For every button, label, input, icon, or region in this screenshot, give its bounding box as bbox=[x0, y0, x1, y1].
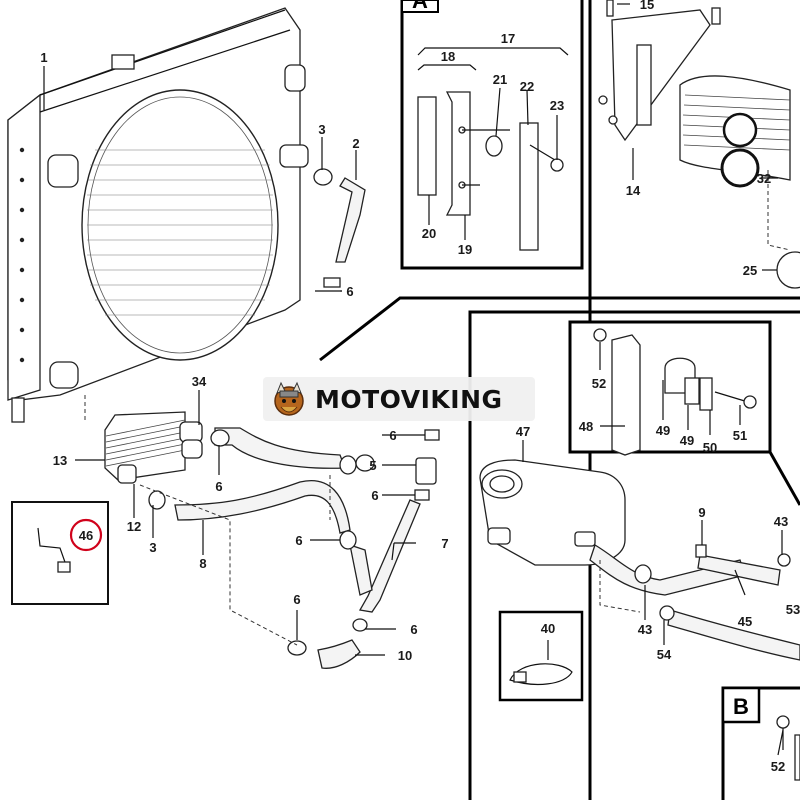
callout-15: 15 bbox=[640, 0, 654, 12]
callout-52: 52 bbox=[592, 376, 606, 391]
box-a-label: A bbox=[412, 0, 428, 13]
callout-5: 5 bbox=[369, 458, 376, 473]
callout-2: 2 bbox=[352, 136, 359, 151]
callout-6: 6 bbox=[215, 479, 222, 494]
callout-51: 51 bbox=[733, 428, 747, 443]
callout-6: 6 bbox=[371, 488, 378, 503]
callout-1: 1 bbox=[40, 50, 47, 65]
callout-43: 43 bbox=[774, 514, 788, 529]
callout-25: 25 bbox=[743, 263, 757, 278]
watermark-text: MOTOVIKING bbox=[315, 384, 503, 414]
callout-8: 8 bbox=[199, 556, 206, 571]
callout-7: 7 bbox=[441, 536, 448, 551]
highlight-circle-46 bbox=[69, 518, 103, 552]
callout-23: 23 bbox=[550, 98, 564, 113]
callout-52: 52 bbox=[771, 759, 785, 774]
callout-18: 18 bbox=[441, 49, 455, 64]
callout-12: 12 bbox=[127, 519, 141, 534]
callout-49: 49 bbox=[680, 433, 694, 448]
callout-6: 6 bbox=[293, 592, 300, 607]
box-b-tab bbox=[721, 686, 761, 724]
callout-9: 9 bbox=[698, 505, 705, 520]
box-a-tab bbox=[401, 0, 439, 13]
callout-3: 3 bbox=[149, 540, 156, 555]
callout-22: 22 bbox=[520, 79, 534, 94]
callout-3: 3 bbox=[318, 122, 325, 137]
callout-46: 46 bbox=[79, 528, 93, 543]
callout-49: 49 bbox=[656, 423, 670, 438]
callout-53: 53 bbox=[786, 602, 800, 617]
callout-labels: 1 3 2 6 34 13 12 3 8 6 6 5 6 6 7 6 6 10 … bbox=[40, 0, 800, 774]
callout-50: 50 bbox=[703, 440, 717, 455]
oil-cooler bbox=[104, 411, 203, 484]
callout-17: 17 bbox=[501, 31, 515, 46]
callout-40: 40 bbox=[541, 621, 555, 636]
callout-48: 48 bbox=[579, 419, 593, 434]
watermark-banner: MOTOVIKING bbox=[263, 377, 535, 421]
callout-45: 45 bbox=[738, 614, 752, 629]
callout-6: 6 bbox=[346, 284, 353, 299]
viking-logo-icon bbox=[274, 381, 304, 416]
callout-47: 47 bbox=[516, 424, 530, 439]
expansion-tank bbox=[479, 459, 626, 566]
callout-10: 10 bbox=[398, 648, 412, 663]
strap-detail-box bbox=[498, 610, 584, 702]
callout-6: 6 bbox=[410, 622, 417, 637]
callout-34: 34 bbox=[192, 374, 207, 389]
callout-6: 6 bbox=[295, 533, 302, 548]
callout-54: 54 bbox=[657, 647, 672, 662]
callout-19: 19 bbox=[458, 242, 472, 257]
callout-43: 43 bbox=[638, 622, 652, 637]
callout-20: 20 bbox=[422, 226, 436, 241]
callout-32: 32 bbox=[757, 171, 771, 186]
radiator bbox=[7, 7, 309, 423]
detail-box-46 bbox=[11, 501, 109, 605]
callout-21: 21 bbox=[493, 72, 507, 87]
box-b-label: B bbox=[733, 694, 749, 719]
callout-6: 6 bbox=[389, 428, 396, 443]
callout-13: 13 bbox=[53, 453, 67, 468]
callout-14: 14 bbox=[626, 183, 641, 198]
